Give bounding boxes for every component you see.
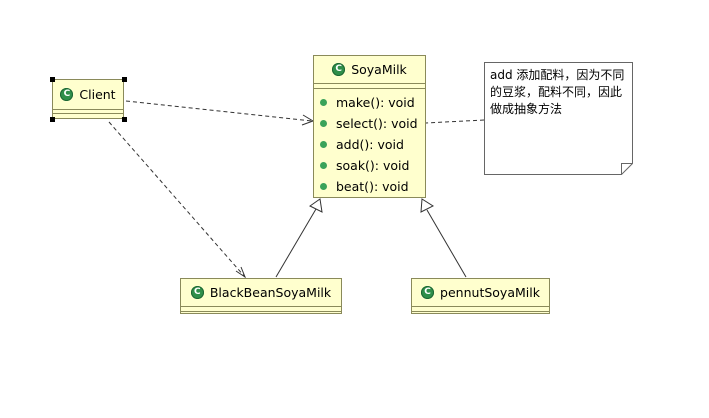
dependency-client-blackbean[interactable] — [108, 121, 246, 278]
method-signature: soak(): void — [336, 158, 410, 173]
dependency-client-soyamilk[interactable] — [125, 100, 313, 122]
generalization-pennut-soyamilk[interactable] — [426, 209, 467, 278]
note[interactable]: add 添加配料，因为不同的豆浆，配料不同，因此做成抽象方法 — [484, 62, 632, 174]
method-signature: select(): void — [336, 116, 418, 131]
class-name: BlackBeanSoyaMilk — [209, 285, 332, 300]
attributes-compartment — [314, 84, 425, 89]
method-make[interactable]: make(): void — [314, 92, 425, 113]
class-blackbean-soyamilk[interactable]: C BlackBeanSoyaMilk — [180, 278, 342, 314]
class-header: C SoyaMilk — [314, 56, 425, 84]
class-icon: C — [421, 286, 435, 299]
methods-compartment: make(): void select(): void add(): void … — [314, 89, 425, 199]
public-method-icon — [320, 99, 327, 106]
selection-handle-top-left[interactable] — [50, 77, 55, 82]
note-link-line — [425, 119, 485, 124]
method-beat[interactable]: beat(): void — [314, 176, 425, 197]
public-method-icon — [320, 141, 327, 148]
attributes-compartment — [412, 307, 549, 312]
class-name: pennutSoyaMilk — [440, 285, 540, 300]
class-client[interactable]: C Client — [52, 79, 124, 119]
method-signature: beat(): void — [336, 179, 409, 194]
method-signature: add(): void — [336, 137, 404, 152]
selection-handle-bottom-left[interactable] — [50, 117, 55, 122]
note-fold — [621, 163, 633, 175]
class-soyamilk[interactable]: C SoyaMilk make(): void select(): void a… — [313, 55, 426, 198]
class-header: C Client — [53, 80, 123, 110]
public-method-icon — [320, 183, 327, 190]
class-name: Client — [79, 87, 116, 102]
class-icon: C — [60, 88, 74, 101]
attributes-compartment — [181, 307, 341, 312]
note-shape — [484, 62, 633, 175]
class-name: SoyaMilk — [351, 62, 407, 77]
public-method-icon — [320, 120, 327, 127]
note-text: add 添加配料，因为不同的豆浆，配料不同，因此做成抽象方法 — [490, 68, 625, 116]
selection-handle-bottom-right[interactable] — [122, 117, 127, 122]
class-icon: C — [190, 286, 204, 299]
method-select[interactable]: select(): void — [314, 113, 425, 134]
class-header: C pennutSoyaMilk — [412, 279, 549, 307]
generalization-triangle-right — [420, 198, 435, 213]
method-add[interactable]: add(): void — [314, 134, 425, 155]
selection-handle-top-right[interactable] — [122, 77, 127, 82]
attributes-compartment — [53, 110, 123, 114]
class-pennut-soyamilk[interactable]: C pennutSoyaMilk — [411, 278, 550, 314]
generalization-triangle-left — [309, 198, 323, 213]
method-soak[interactable]: soak(): void — [314, 155, 425, 176]
class-header: C BlackBeanSoyaMilk — [181, 279, 341, 307]
dependency-arrowhead-blackbean — [235, 266, 247, 279]
public-method-icon — [320, 162, 327, 169]
method-signature: make(): void — [336, 95, 415, 110]
generalization-blackbean-soyamilk[interactable] — [275, 208, 317, 278]
class-icon: C — [332, 63, 346, 76]
